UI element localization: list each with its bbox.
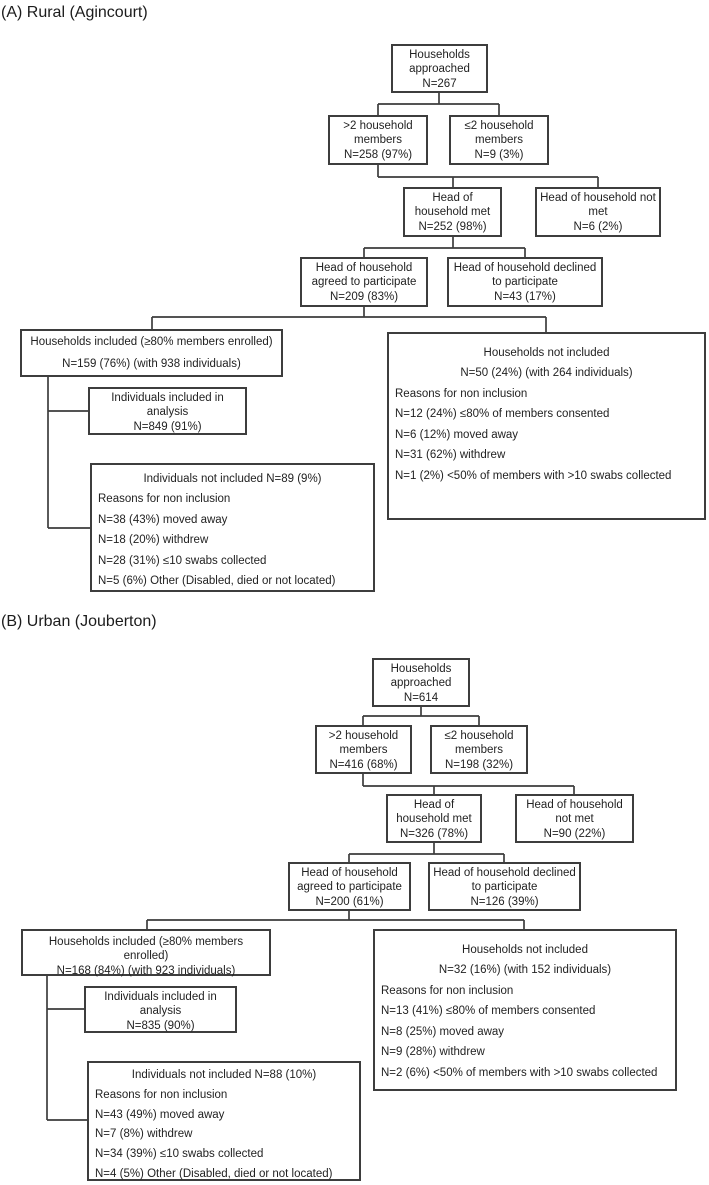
box-a-individuals-included: Individuals included in analysis N=849 (…	[88, 387, 247, 435]
box-b-households-not-included: Households not included N=32 (16%) (with…	[373, 929, 677, 1091]
box-value: N=252 (98%)	[418, 220, 487, 233]
box-b-head-of-household-met: Head of household met N=326 (78%)	[386, 794, 482, 843]
reason-item: N=31 (62%) withdrew	[395, 449, 506, 462]
connector-lines-panel-b	[46, 707, 575, 1121]
reason-item: N=28 (31%) ≤10 swabs collected	[98, 554, 267, 567]
box-a-agreed-to-participate: Head of household agreed to participate …	[300, 257, 428, 307]
box-value: N=258 (97%)	[343, 148, 413, 161]
box-header: Households not included	[483, 347, 610, 359]
reason-item: N=9 (28%) withdrew	[381, 1046, 485, 1059]
reason-item: N=43 (49%) moved away	[95, 1108, 225, 1121]
box-label: Head of household agreed to participate	[311, 262, 417, 289]
box-label: ≤2 household members	[444, 730, 514, 757]
reason-item: N=1 (2%) <50% of members with >10 swabs …	[395, 469, 672, 482]
reasons-title: Reasons for non inclusion	[381, 984, 514, 997]
box-label: Individuals included in analysis	[104, 991, 217, 1018]
box-a-head-of-household-not-met: Head of household not met N=6 (2%)	[535, 187, 661, 237]
box-label: Head of household met	[414, 192, 491, 219]
box-value: N=6 (2%)	[573, 220, 623, 233]
box-header: Households not included	[462, 944, 588, 956]
box-label: >2 household members	[328, 730, 399, 757]
panel-b-title: (B) Urban (Jouberton)	[1, 613, 157, 630]
box-b-agreed-to-participate: Head of household agreed to participate …	[288, 862, 411, 911]
box-a-households-not-included: Households not included N=50 (24%) (with…	[387, 332, 706, 520]
box-b-individuals-included: Individuals included in analysis N=835 (…	[84, 986, 237, 1033]
panel-a-title: (A) Rural (Agincourt)	[1, 4, 148, 21]
box-a-gt2-household-members: >2 household members N=258 (97%)	[328, 115, 428, 165]
box-a-le2-household-members: ≤2 household members N=9 (3%)	[449, 115, 549, 165]
reasons-title: Reasons for non inclusion	[98, 493, 231, 506]
box-value: N=267	[422, 77, 457, 90]
box-b-le2-household-members: ≤2 household members N=198 (32%)	[430, 725, 528, 774]
box-a-households-approached: Households approached N=267	[391, 44, 488, 93]
box-value: N=835 (90%)	[126, 1019, 195, 1032]
reason-item: N=38 (43%) moved away	[98, 513, 228, 526]
box-value: N=9 (3%)	[474, 148, 524, 161]
box-value: N=90 (22%)	[543, 827, 606, 840]
box-label: Households approached	[409, 49, 470, 76]
box-value: N=159 (76%) (with 938 individuals)	[62, 357, 241, 370]
reason-item: N=2 (6%) <50% of members with >10 swabs …	[381, 1066, 658, 1079]
box-value: N=849 (91%)	[133, 420, 202, 433]
box-label: Individuals included in analysis	[111, 392, 224, 419]
reason-item: N=7 (8%) withdrew	[95, 1128, 193, 1141]
box-label: ≤2 household members	[464, 120, 534, 147]
box-label: Head of household agreed to participate	[297, 867, 402, 894]
box-value: N=326 (78%)	[399, 827, 469, 840]
connector-lines-panel-a	[47, 93, 599, 529]
box-label: Households included (≥80% members enroll…	[48, 936, 244, 963]
box-b-gt2-household-members: >2 household members N=416 (68%)	[315, 725, 412, 774]
box-value: N=43 (17%)	[494, 290, 556, 303]
box-label: Head of household met	[396, 799, 472, 826]
box-value: N=200 (61%)	[315, 895, 384, 908]
box-value: N=126 (39%)	[470, 895, 539, 908]
box-label: Households included (≥80% members enroll…	[30, 336, 273, 348]
box-a-head-of-household-met: Head of household met N=252 (98%)	[403, 187, 502, 237]
reason-item: N=12 (24%) ≤80% of members consented	[395, 408, 610, 421]
box-b-declined-to-participate: Head of household declined to participat…	[428, 862, 581, 911]
box-a-declined-to-participate: Head of household declined to participat…	[447, 257, 603, 307]
reason-item: N=34 (39%) ≤10 swabs collected	[95, 1148, 264, 1161]
reason-item: N=13 (41%) ≤80% of members consented	[381, 1005, 596, 1018]
box-label: Head of household declined to participat…	[433, 867, 576, 894]
reasons-title: Reasons for non inclusion	[395, 387, 528, 400]
reason-item: N=6 (12%) moved away	[395, 428, 519, 441]
box-subheader: N=50 (24%) (with 264 individuals)	[460, 367, 633, 380]
box-subheader: N=32 (16%) (with 152 individuals)	[438, 964, 612, 977]
box-value: N=168 (84%) (with 923 individuals)	[56, 964, 236, 977]
box-a-households-included: Households included (≥80% members enroll…	[20, 329, 283, 377]
box-b-head-of-household-not-met: Head of household not met N=90 (22%)	[515, 794, 634, 843]
box-label: Head of household not met	[526, 799, 623, 826]
reason-item: N=18 (20%) withdrew	[98, 534, 209, 547]
box-label: >2 household members	[343, 120, 413, 147]
box-header: Individuals not included N=88 (10%)	[131, 1069, 317, 1081]
box-value: N=416 (68%)	[329, 758, 398, 771]
box-b-households-approached: Households approached N=614	[372, 658, 470, 707]
box-label: Households approached	[390, 663, 452, 690]
box-header: Individuals not included N=89 (9%)	[143, 473, 322, 485]
box-a-individuals-not-included: Individuals not included N=89 (9%) Reaso…	[90, 463, 375, 592]
box-label: Head of household not met	[540, 192, 656, 219]
box-value: N=614	[403, 691, 439, 704]
reasons-title: Reasons for non inclusion	[95, 1088, 228, 1101]
box-value: N=198 (32%)	[444, 758, 514, 771]
box-label: Head of household declined to participat…	[453, 262, 597, 289]
reason-item: N=8 (25%) moved away	[381, 1025, 505, 1038]
box-b-households-included: Households included (≥80% members enroll…	[21, 929, 271, 977]
box-value: N=209 (83%)	[329, 290, 399, 303]
box-b-individuals-not-included: Individuals not included N=88 (10%) Reas…	[87, 1061, 361, 1181]
reason-item: N=4 (5%) Other (Disabled, died or not lo…	[95, 1167, 333, 1180]
reason-item: N=5 (6%) Other (Disabled, died or not lo…	[98, 575, 336, 588]
